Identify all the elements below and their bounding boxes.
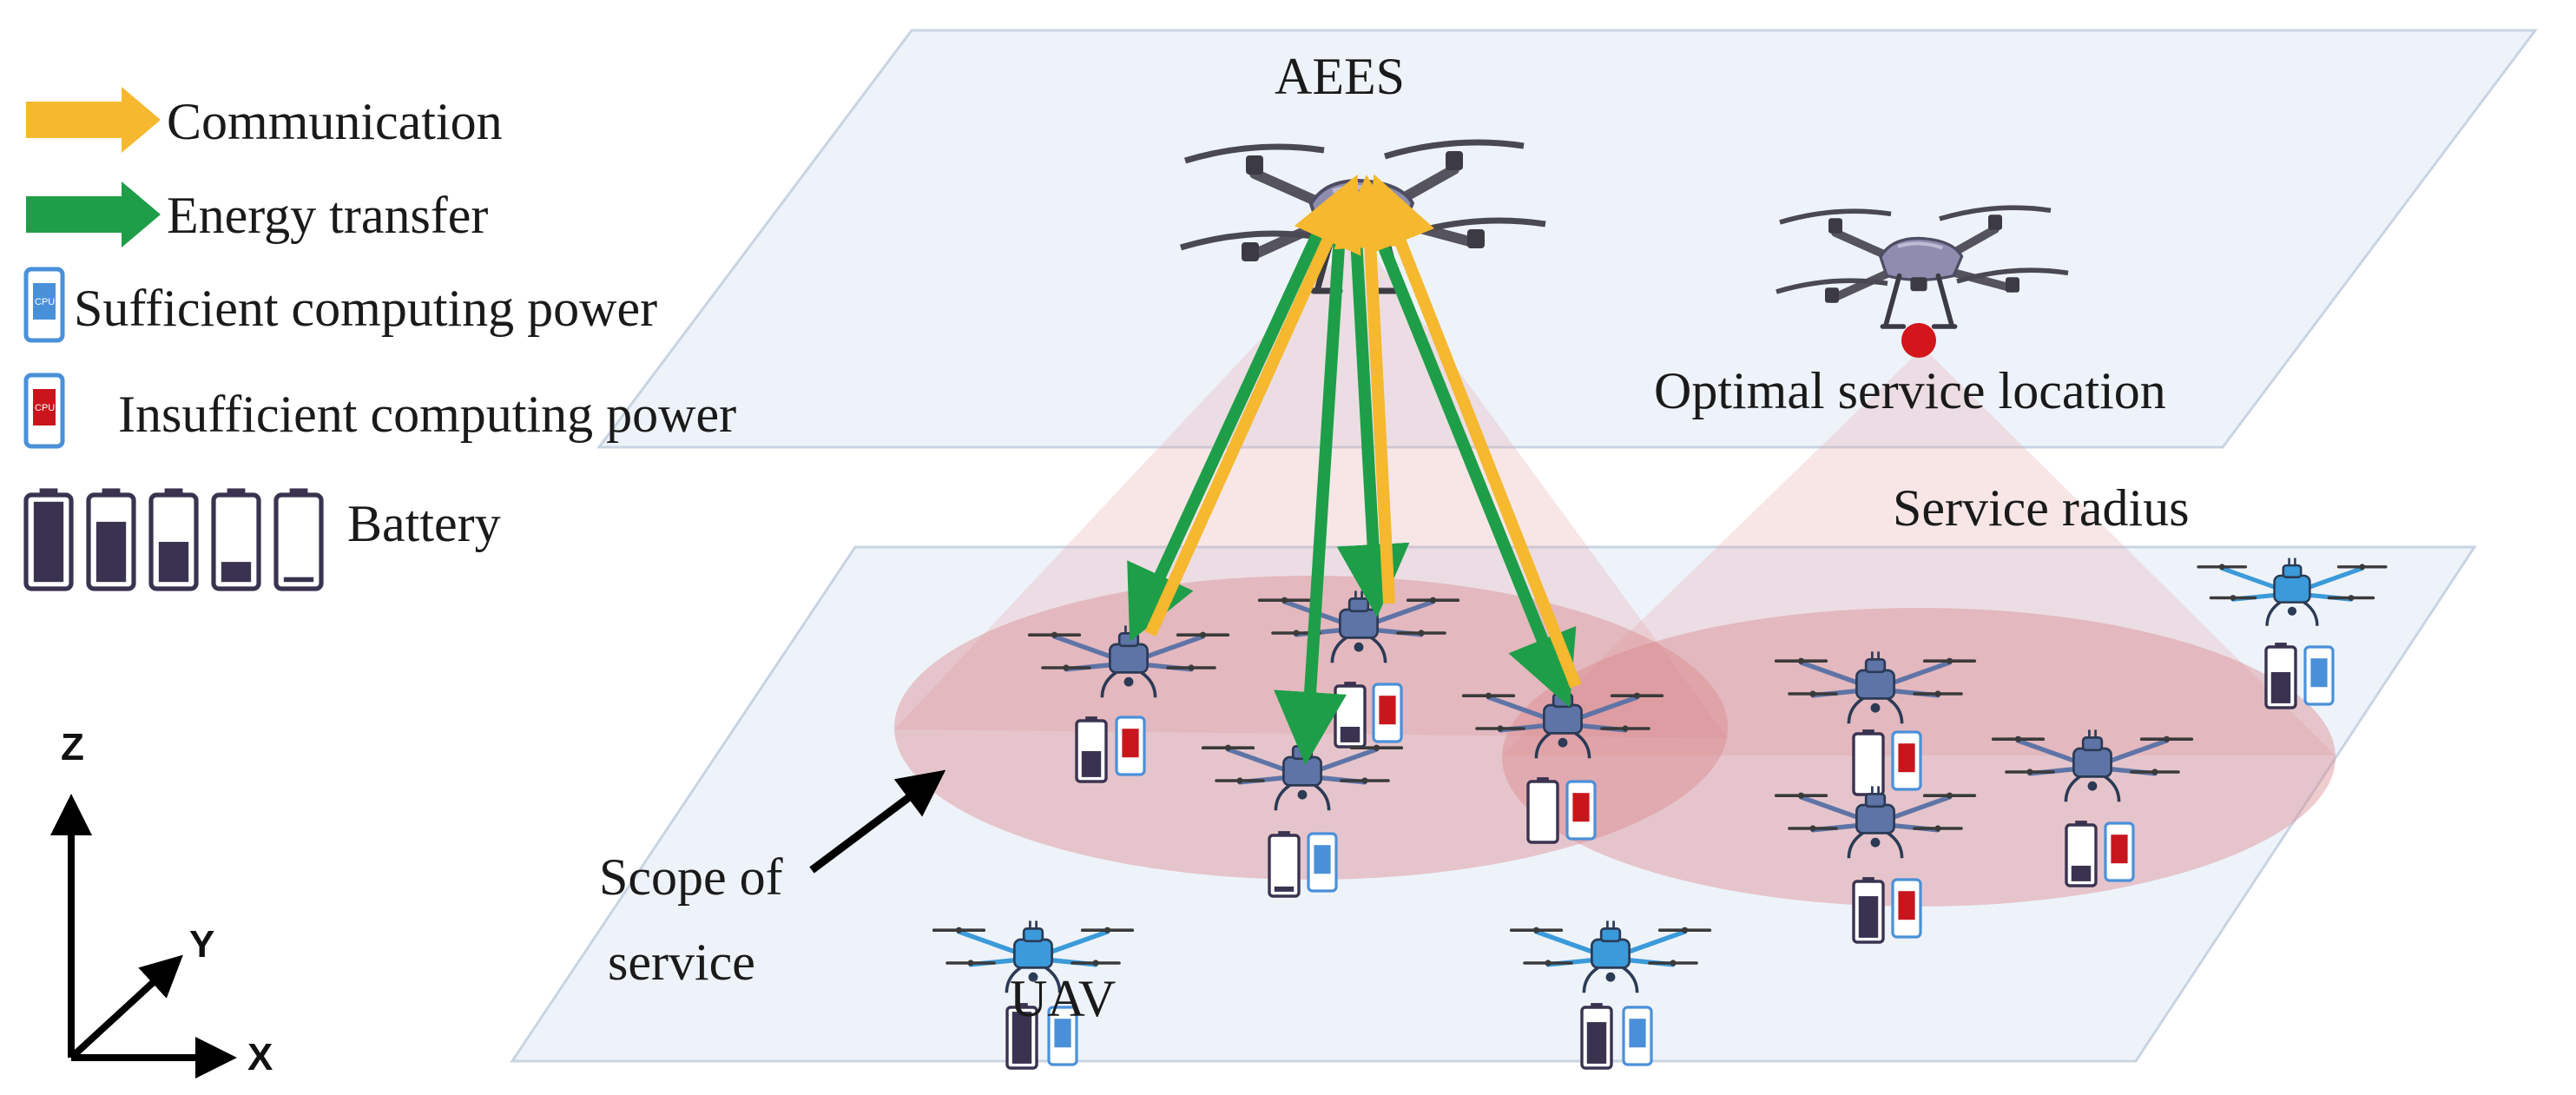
- energy-arrow-2: [1274, 206, 1347, 765]
- legend-communication-label: Communication: [167, 93, 503, 150]
- optimal-location-label: Optimal service location: [1654, 362, 2166, 419]
- legend-energy-transfer: Energy transfer: [26, 181, 488, 247]
- legend-battery-5: [273, 488, 324, 591]
- uav-label: UAV: [1010, 970, 1116, 1027]
- optimal-location-drone: [1776, 205, 2069, 329]
- energy-arrow-3: [1336, 206, 1410, 617]
- svg-text:CPU: CPU: [35, 297, 55, 307]
- aees-label: AEES: [1275, 48, 1405, 105]
- legend-battery-4: [211, 488, 261, 591]
- z-axis-label: Z: [61, 726, 84, 768]
- uav-cpu-10: [1622, 1006, 1653, 1066]
- y-axis-label: Y: [189, 923, 214, 966]
- legend-battery-label: Battery: [347, 495, 501, 552]
- upper-plane: [596, 29, 2538, 449]
- scope-label-line2: service: [608, 933, 755, 991]
- uav-cpu-8: [2303, 645, 2335, 706]
- lower-plane: [510, 545, 2477, 1063]
- legend-communication: Communication: [26, 87, 503, 153]
- uav-battery-1: [1075, 716, 1108, 783]
- uav-drone-10: [1509, 920, 1712, 993]
- communication-arrow-1: [1144, 174, 1361, 637]
- uav-cpu-5: [1891, 730, 1922, 791]
- communication-arrow-2: [1334, 175, 1407, 604]
- uav-battery-5: [1852, 729, 1885, 796]
- energy-arrow-icon: [26, 181, 161, 247]
- uav-drone-9: [932, 920, 1135, 993]
- uav-cpu-2: [1372, 683, 1403, 743]
- uav-drone-8: [2197, 557, 2388, 626]
- uav-drone-4: [1461, 686, 1664, 759]
- uav-battery-6: [1852, 877, 1885, 944]
- coordinate-axes: Z Y X: [50, 726, 273, 1079]
- aees-service-cone: [894, 234, 1728, 738]
- uav-cpu-1: [1115, 716, 1146, 776]
- communication-arrow-icon: [26, 87, 161, 153]
- legend-battery-1: [23, 488, 74, 591]
- optimal-location-dot: [1901, 323, 1936, 358]
- uav-battery-4: [1526, 777, 1559, 844]
- energy-arrow-4: [1361, 204, 1577, 708]
- uav-drone-6: [1774, 786, 1977, 859]
- link-arrows: [1127, 174, 1582, 765]
- uav-battery-10: [1580, 1003, 1613, 1070]
- legend-battery-2: [86, 488, 136, 591]
- energy-arrow-1: [1127, 204, 1336, 643]
- uav-battery-9: [1005, 1003, 1038, 1070]
- uav-battery-7: [2065, 821, 2098, 887]
- optimal-service-cone: [1502, 347, 2336, 755]
- uav-cpu-6: [1891, 878, 1922, 939]
- uav-battery-8: [2264, 643, 2297, 709]
- legend-insufficient-label: Insufficient computing power: [118, 386, 736, 443]
- svg-text:CPU: CPU: [35, 403, 55, 413]
- legend-battery-icons: [23, 488, 324, 591]
- service-radius-label: Service radius: [1893, 479, 2190, 537]
- uav-battery-2: [1334, 682, 1367, 749]
- legend-sufficient: CPU Sufficient computing power: [23, 267, 657, 343]
- legend-battery-3: [148, 488, 199, 591]
- uav-cpu-3: [1307, 832, 1338, 893]
- legend-energy-label: Energy transfer: [167, 187, 488, 244]
- phone-cpu-insufficient-icon: CPU: [23, 373, 65, 449]
- communication-arrow-3: [1367, 174, 1582, 689]
- uav-drone-5: [1774, 651, 1977, 724]
- uav-cpu-7: [2104, 821, 2135, 882]
- uav-cpu-9: [1047, 1006, 1078, 1066]
- legend-insufficient: CPU Insufficient computing power: [23, 373, 736, 449]
- y-axis: [69, 954, 183, 1060]
- uav-cpu-4: [1565, 780, 1597, 841]
- uav-battery-3: [1268, 831, 1301, 898]
- x-axis-label: X: [247, 1036, 273, 1079]
- scope-label-line1: Scope of: [599, 848, 783, 906]
- scope-pointer-arrow: [809, 769, 946, 874]
- phone-cpu-sufficient-icon: CPU: [23, 267, 65, 343]
- legend: Communication Energy transfer CPU Suffic…: [23, 87, 736, 591]
- uav-drone-7: [1991, 729, 2194, 802]
- legend-sufficient-label: Sufficient computing power: [74, 280, 657, 337]
